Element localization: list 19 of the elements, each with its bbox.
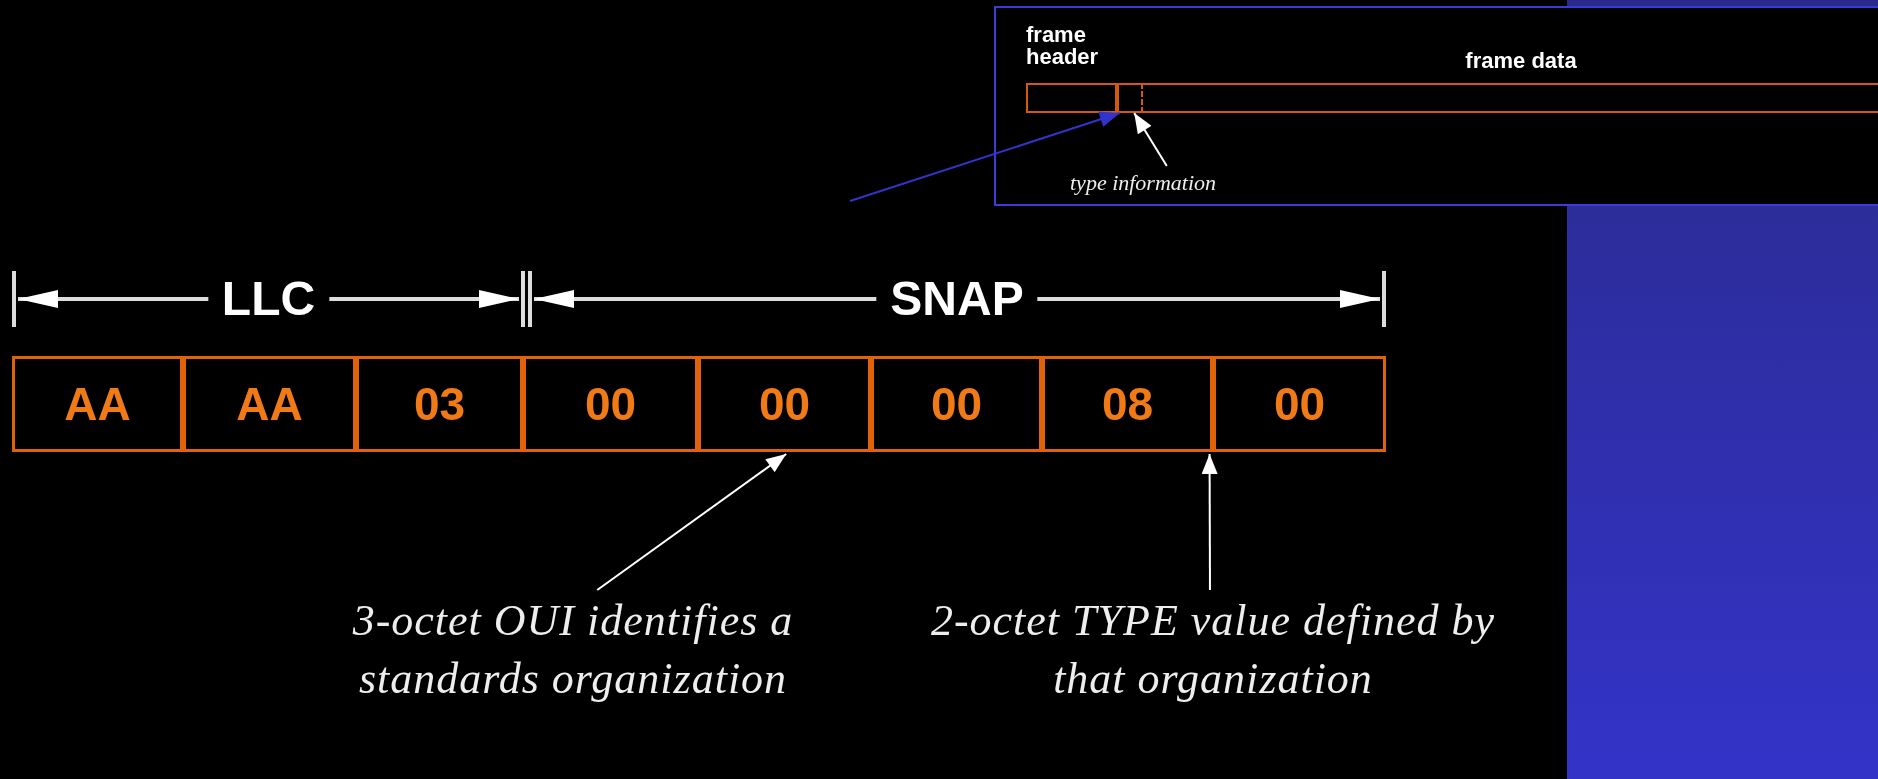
annotation-text: 2-octet TYPE value defined by that organization (910, 592, 1516, 772)
annotation-text: type information (1070, 170, 1260, 200)
octet-field: 08 (1042, 356, 1213, 452)
annotation-text: 3-octet OUI identifies a standards organization (270, 592, 876, 772)
field-label: frame data (1464, 50, 1578, 72)
octet-field: 00 (698, 356, 871, 452)
octet-field: 00 (871, 356, 1042, 452)
arrow (849, 111, 1121, 202)
frame-field (1117, 83, 1141, 113)
octet-field: 03 (356, 356, 523, 452)
octet-field: 00 (1213, 356, 1386, 452)
octet-field: 00 (523, 356, 698, 452)
inset-panel (994, 6, 1878, 206)
octet-field: AA (183, 356, 356, 452)
leader-line (1133, 112, 1168, 167)
leader-line (1201, 453, 1218, 591)
field-label: frame header (1026, 24, 1100, 68)
leader-line (596, 453, 788, 591)
octet-field: AA (12, 356, 183, 452)
